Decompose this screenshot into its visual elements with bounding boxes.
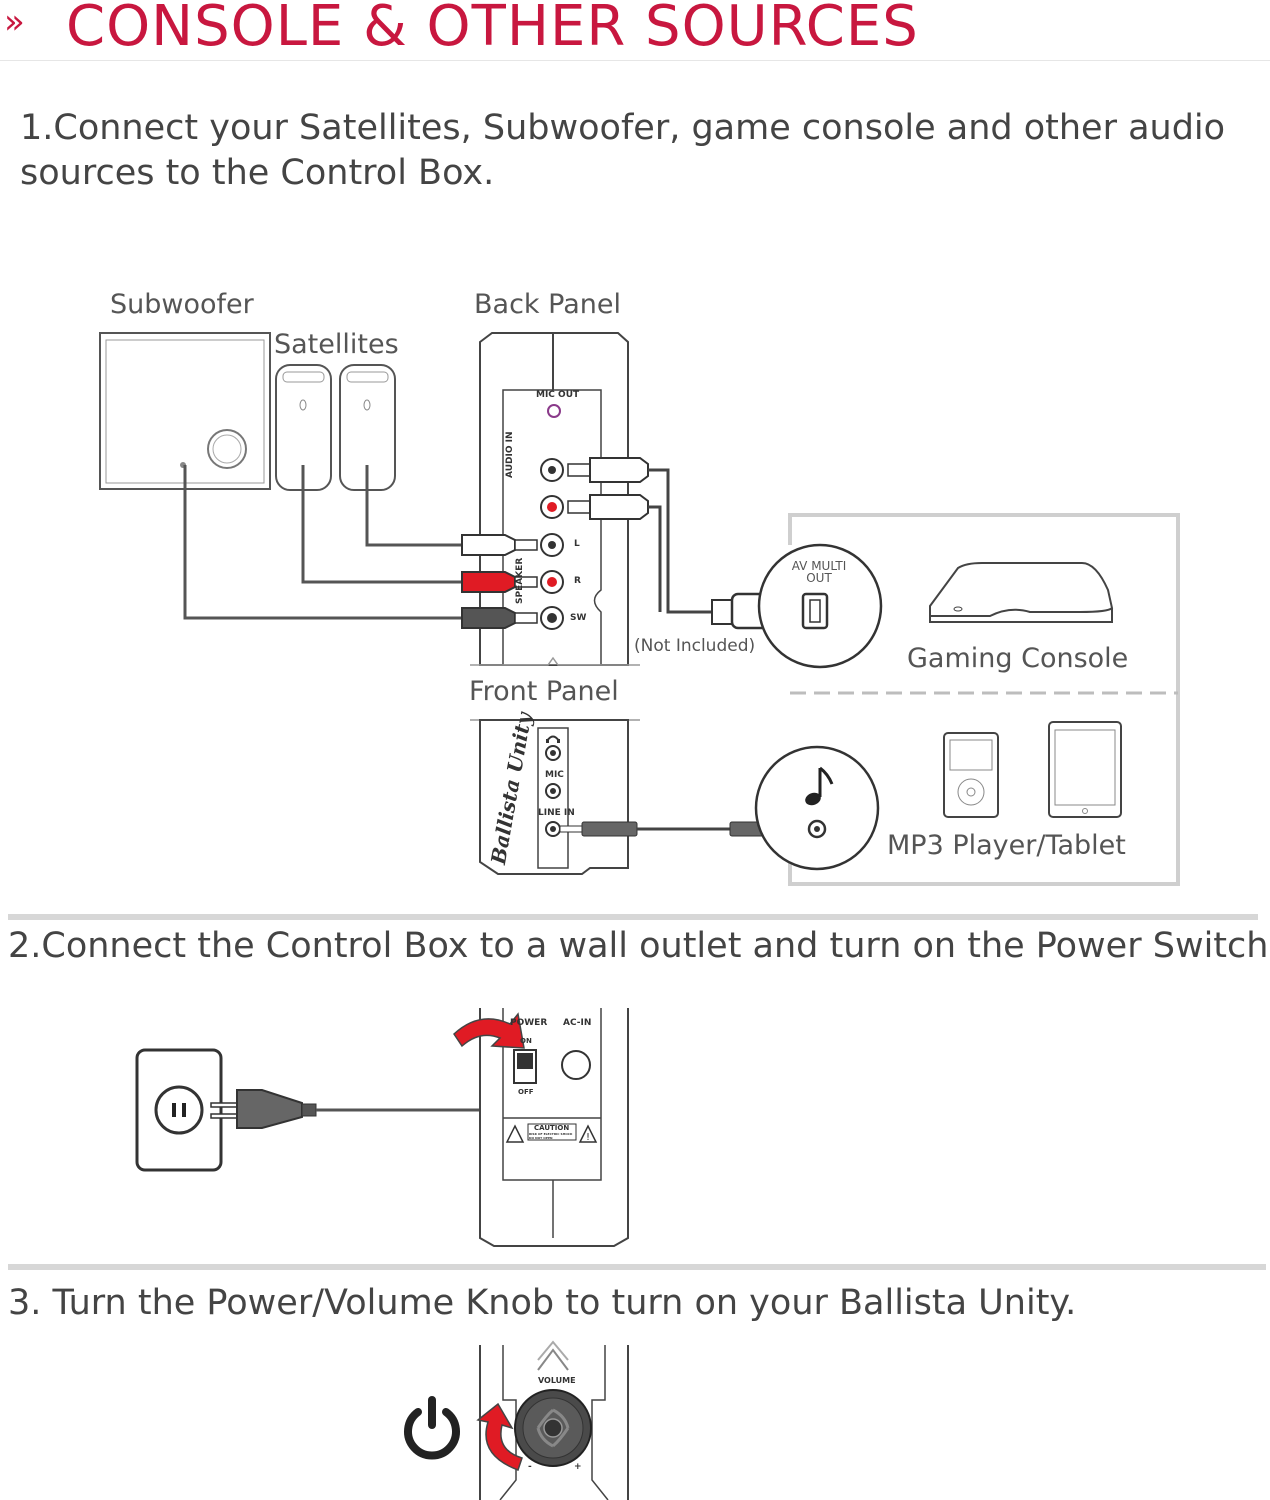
mp3-tablet-label: MP3 Player/Tablet [887, 830, 1126, 861]
control-box-back: ! [479, 1008, 629, 1247]
volume-minus-label: - [528, 1462, 532, 1472]
speaker-plugs [461, 534, 538, 629]
volume-plus-label: + [574, 1462, 582, 1472]
step-1-text-line2: sources to the Control Box. [20, 153, 495, 193]
rotate-arrow-icon [476, 1402, 523, 1471]
not-included-label: (Not Included) [634, 636, 756, 656]
wall-outlet [135, 1048, 223, 1172]
step-2-text: 2.Connect the Control Box to a wall outl… [8, 926, 1270, 966]
headphone-icon [546, 735, 560, 743]
mic-label: MIC [545, 770, 564, 780]
step-1-text-line1: 1.Connect your Satellites, Subwoofer, ga… [20, 108, 1226, 148]
satellites-label: Satellites [274, 329, 399, 360]
line-in-label: LINE IN [538, 808, 575, 818]
sources-box [788, 513, 1180, 886]
music-note-icon [805, 766, 834, 806]
section-divider [8, 914, 1258, 920]
page-title: CONSOLE & OTHER SOURCES [66, 0, 919, 59]
port-l-label: L [574, 539, 580, 549]
mic-out-label: MIC OUT [536, 390, 580, 400]
gaming-console-illustration [929, 562, 1114, 623]
line-out-callout [754, 745, 880, 871]
gaming-console-label: Gaming Console [907, 643, 1129, 674]
ac-in-label: AC-IN [563, 1018, 592, 1028]
curved-arrow-icon [453, 1012, 525, 1049]
subwoofer-label: Subwoofer [110, 289, 254, 320]
double-chevron-right-icon: » [4, 2, 25, 42]
svg-text:!: ! [586, 1132, 590, 1143]
av-multi-out-callout [757, 543, 883, 669]
power-icon [404, 1396, 460, 1460]
header: » CONSOLE & OTHER SOURCES [0, 0, 1270, 61]
switch-on-label: ON [520, 1037, 532, 1045]
mp3-player-illustration [943, 732, 999, 818]
step-3-text: 3. Turn the Power/Volume Knob to turn on… [8, 1283, 1077, 1323]
back-panel-label: Back Panel [474, 289, 621, 320]
port-sw-label: SW [570, 613, 587, 623]
av-multi-out-label: AV MULTI OUT [791, 559, 847, 585]
power-label: POWER [510, 1018, 548, 1028]
caution-label: CAUTION [534, 1124, 570, 1132]
caution-sub-label: RISK OF ELECTRIC SHOCK DO NOT OPEN [529, 1132, 573, 1140]
tablet-illustration [1048, 721, 1122, 818]
section-divider [8, 1264, 1266, 1270]
volume-label: VOLUME [538, 1376, 576, 1385]
switch-off-label: OFF [518, 1088, 534, 1096]
control-box-front [479, 1340, 629, 1500]
front-panel-label: Front Panel [469, 676, 619, 707]
speaker-cables [183, 465, 462, 620]
volume-knob [514, 1389, 592, 1467]
port-r-label: R [574, 576, 581, 586]
